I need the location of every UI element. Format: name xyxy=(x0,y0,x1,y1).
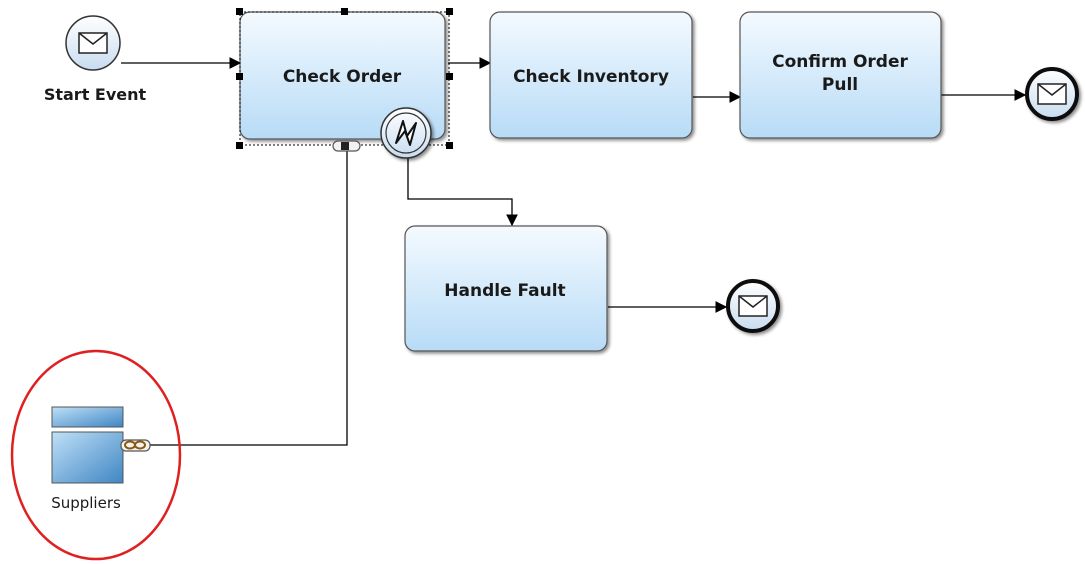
envelope-icon xyxy=(78,32,108,54)
task-check-inventory[interactable]: Check Inventory xyxy=(489,11,693,139)
highlight-ellipse xyxy=(10,349,182,561)
association-anchor-icon[interactable] xyxy=(120,439,151,452)
task-confirm-order-pull[interactable]: Confirm Order Pull xyxy=(739,11,942,139)
end-event-1[interactable] xyxy=(1025,67,1079,121)
envelope-icon xyxy=(738,295,768,317)
task-handle-fault[interactable]: Handle Fault xyxy=(404,225,608,352)
task-confirm-order-label-line1: Confirm Order xyxy=(772,52,908,72)
start-event-label: Start Event xyxy=(44,85,147,104)
data-store-suppliers[interactable]: Suppliers xyxy=(51,406,151,512)
boundary-error-event[interactable] xyxy=(380,107,432,159)
end-event-2[interactable] xyxy=(726,279,780,333)
task-check-inventory-label: Check Inventory xyxy=(513,67,669,87)
flow-boundary-to-handle-fault[interactable] xyxy=(407,158,518,227)
task-check-order[interactable]: Check Order xyxy=(236,8,453,149)
envelope-icon xyxy=(1037,83,1067,105)
data-store-label: Suppliers xyxy=(51,494,121,512)
start-event[interactable]: Start Event xyxy=(44,15,147,104)
task-check-order-label: Check Order xyxy=(283,67,402,87)
data-store-icon xyxy=(51,406,124,484)
task-confirm-order-label-line2: Pull xyxy=(822,75,858,95)
task-handle-fault-label: Handle Fault xyxy=(444,281,565,301)
error-lightning-icon xyxy=(395,120,417,146)
data-association-suppliers[interactable] xyxy=(150,146,348,446)
association-anchor-icon[interactable] xyxy=(332,140,361,152)
